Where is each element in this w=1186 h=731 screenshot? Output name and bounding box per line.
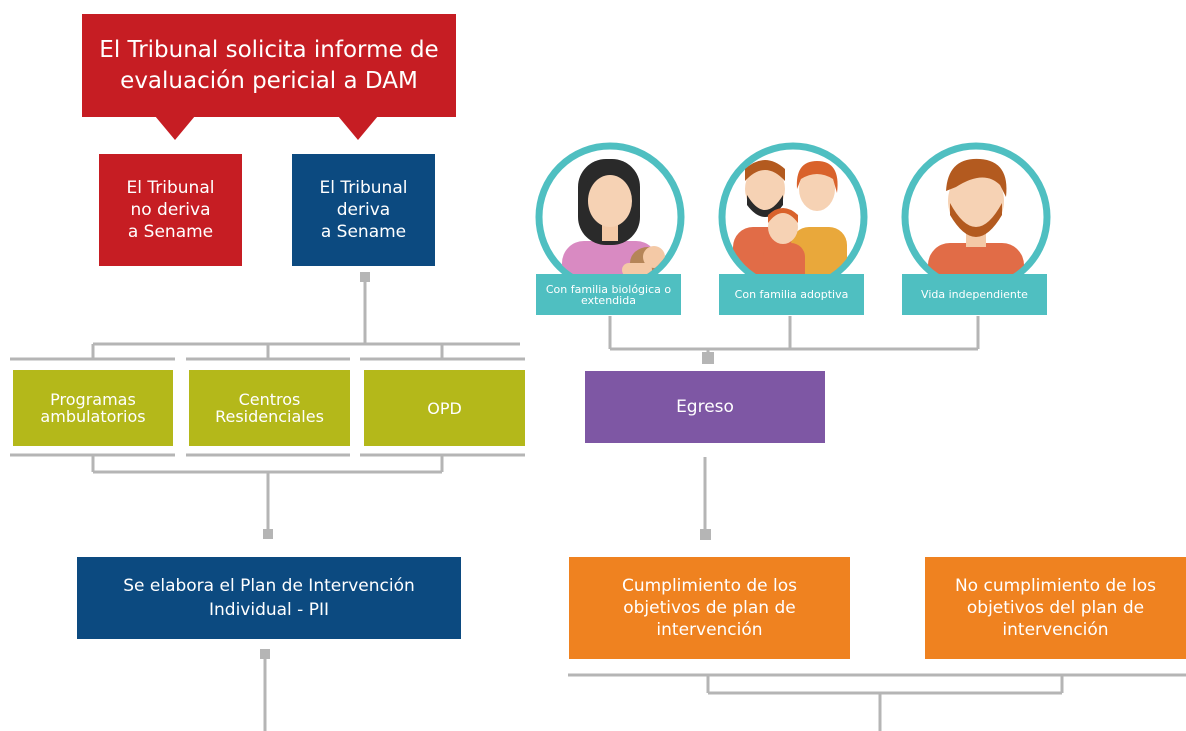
- adoptive-family-icon: [718, 142, 868, 289]
- no-deriva-box: El Tribunal no deriva a Sename: [99, 154, 242, 266]
- request-text: El Tribunal solicita informe de evaluaci…: [99, 36, 439, 94]
- outcome-caption-biologica: Con familia biológica o extendida: [536, 274, 681, 315]
- outcome-caption-adoptiva: Con familia adoptiva: [719, 274, 864, 315]
- program-residenciales-box: Centros Residenciales: [189, 370, 350, 446]
- outcome-caption-independiente: Vida independiente: [902, 274, 1047, 315]
- program-opd-text: OPD: [427, 398, 462, 418]
- outcome-caption-independiente-text: Vida independiente: [921, 288, 1028, 301]
- young-man-icon: [901, 142, 1051, 289]
- pii-text: Se elabora el Plan de Intervención Indiv…: [123, 576, 415, 620]
- no-deriva-text: El Tribunal no deriva a Sename: [126, 178, 215, 242]
- outcome-caption-adoptiva-text: Con familia adoptiva: [734, 288, 849, 301]
- no-cumplimiento-box: No cumplimiento de los objetivos del pla…: [925, 557, 1186, 659]
- outcome-caption-biologica-text: Con familia biológica o extendida: [545, 282, 672, 307]
- no-cumplimiento-text: No cumplimiento de los objetivos del pla…: [954, 576, 1157, 640]
- cumplimiento-text: Cumplimiento de los objetivos de plan de…: [621, 576, 798, 640]
- deriva-text: El Tribunal deriva a Sename: [319, 178, 408, 242]
- cumplimiento-box: Cumplimiento de los objetivos de plan de…: [569, 557, 850, 659]
- egreso-box: Egreso: [585, 371, 825, 443]
- egreso-text: Egreso: [676, 397, 734, 417]
- request-box: El Tribunal solicita informe de evaluaci…: [82, 14, 456, 117]
- pii-box: Se elabora el Plan de Intervención Indiv…: [77, 557, 461, 639]
- deriva-box: El Tribunal deriva a Sename: [292, 154, 435, 266]
- program-residenciales-text: Centros Residenciales: [215, 390, 324, 426]
- mother-with-baby-icon: [535, 142, 685, 289]
- program-opd-box: OPD: [364, 370, 525, 446]
- program-ambulatorios-text: Programas ambulatorios: [40, 390, 146, 426]
- program-ambulatorios-box: Programas ambulatorios: [13, 370, 173, 446]
